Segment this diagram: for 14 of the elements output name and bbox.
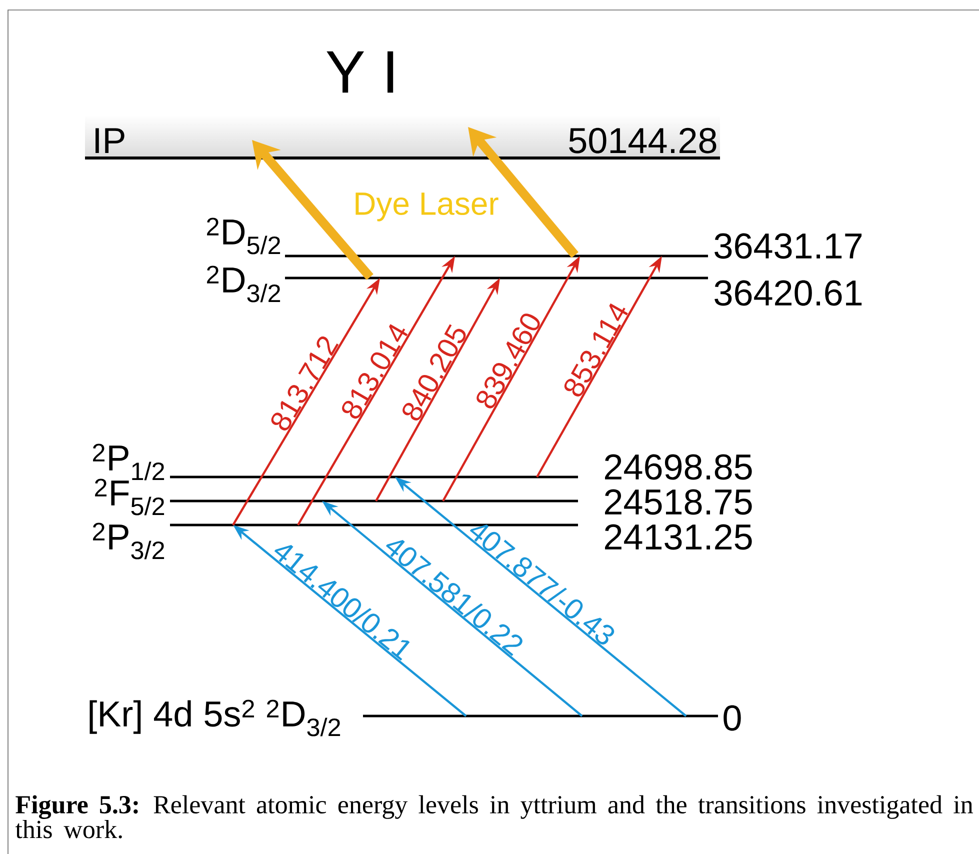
- energy-level: [Kr] 4d 5s$^{2 2}$D$_{3/2}$ 0: [90, 700, 741, 736]
- node-label: 24698.85: [605, 454, 752, 480]
- title: Y I: [326, 51, 394, 93]
- caption: Figure 5.3: Relevant atomic energy levels in yttrium and the transitions investigated in this work.: [15, 795, 973, 838]
- node-label: 24518.75: [605, 489, 752, 515]
- node-label: $^{2}$P$_{3/2}$: [93, 522, 164, 560]
- node-label: 36431.17: [714, 233, 862, 259]
- node-label: 36420.61: [714, 280, 862, 306]
- node-label: $^{2}$D$_{3/2}$: [207, 266, 280, 302]
- beam-label: Dye Laser: [356, 192, 498, 222]
- ionization-band: IP 50144.28: [85, 128, 720, 160]
- node-label: [Kr] 4d 5s$^{2 2}$D$_{3/2}$: [90, 700, 340, 736]
- node-label: $^{2}$D$_{5/2}$: [207, 218, 280, 254]
- node-label: 0: [724, 705, 741, 731]
